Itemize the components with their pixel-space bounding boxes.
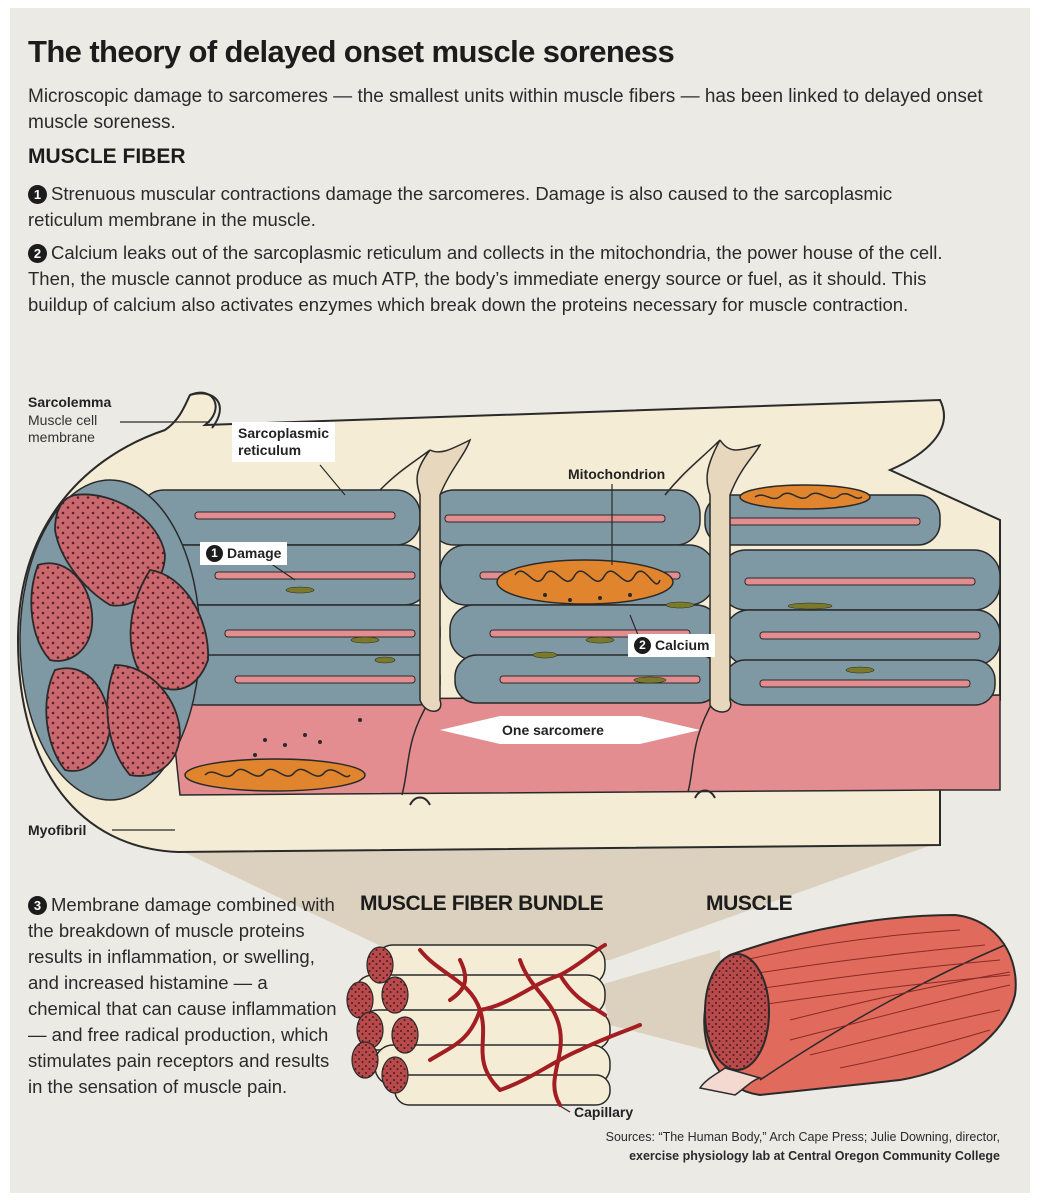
muscle-illustration — [698, 913, 1017, 1097]
label-one-sarcomere: One sarcomere — [502, 722, 604, 738]
fiber-bundle — [346, 943, 642, 1107]
label-capillary: Capillary — [574, 1104, 634, 1120]
membrane-fold — [189, 392, 221, 429]
label-damage-number: 1 — [206, 545, 223, 562]
label-myofibril: Myofibril — [28, 822, 87, 838]
sarcomere-division — [687, 697, 716, 793]
label-calcium-text: Calcium — [655, 637, 710, 653]
sarcomere-division — [401, 699, 431, 796]
cross-section-bundles — [30, 493, 209, 777]
membrane-notch — [409, 796, 431, 806]
mitochondria-cristae — [204, 492, 863, 778]
leader-lines — [112, 421, 641, 1113]
zoom-connector-fiber — [175, 842, 940, 960]
step-1-number: 1 — [28, 185, 47, 204]
sources-line-2: exercise physiology lab at Central Orego… — [629, 1149, 1000, 1163]
label-sarcolemma: Sarcolemma — [28, 394, 112, 410]
heading-muscle-fiber-bundle: MUSCLE FIBER BUNDLE — [360, 892, 604, 915]
label-sarcoplasmic-line-1: Sarcoplasmic — [238, 425, 330, 441]
sources-credit: Sources: “The Human Body,” Arch Cape Pre… — [490, 1128, 1000, 1166]
label-damage-text: Damage — [227, 545, 282, 561]
step-1-body: Strenuous muscular contractions damage t… — [28, 183, 893, 230]
page-title: The theory of delayed onset muscle soren… — [28, 34, 675, 69]
step-2-body: Calcium leaks out of the sarcoplasmic re… — [28, 242, 943, 315]
label-mitochondrion: Mitochondrion — [568, 466, 666, 482]
section-heading-muscle-fiber: MUSCLE FIBER — [28, 145, 186, 168]
calcium-dots — [253, 593, 632, 757]
sources-line-1: Sources: “The Human Body,” Arch Cape Pre… — [605, 1130, 1000, 1144]
label-sarcolemma-desc-2: membrane — [28, 429, 95, 445]
membrane-notch — [694, 789, 716, 799]
step-3-body: Membrane damage combined with the breakd… — [28, 894, 337, 1097]
label-calcium-number: 2 — [634, 637, 651, 654]
damage-flecks — [285, 586, 875, 684]
sarcoplasmic-reticulum — [379, 438, 472, 712]
step-3-number: 3 — [28, 896, 47, 915]
sarcoplasmic-reticulum — [664, 439, 762, 713]
subtitle: Microscopic damage to sarcomeres — the s… — [28, 86, 983, 133]
sarcomere-arrow — [440, 716, 700, 744]
label-sarcolemma-desc-1: Muscle cell — [28, 412, 98, 428]
mitochondria — [184, 484, 871, 792]
label-sarcoplasmic-reticulum: Sarcoplasmic reticulum — [232, 422, 336, 462]
heading-muscle: MUSCLE — [706, 892, 793, 915]
step-2-number: 2 — [28, 244, 47, 263]
label-sarcoplasmic-line-2: reticulum — [238, 442, 302, 458]
